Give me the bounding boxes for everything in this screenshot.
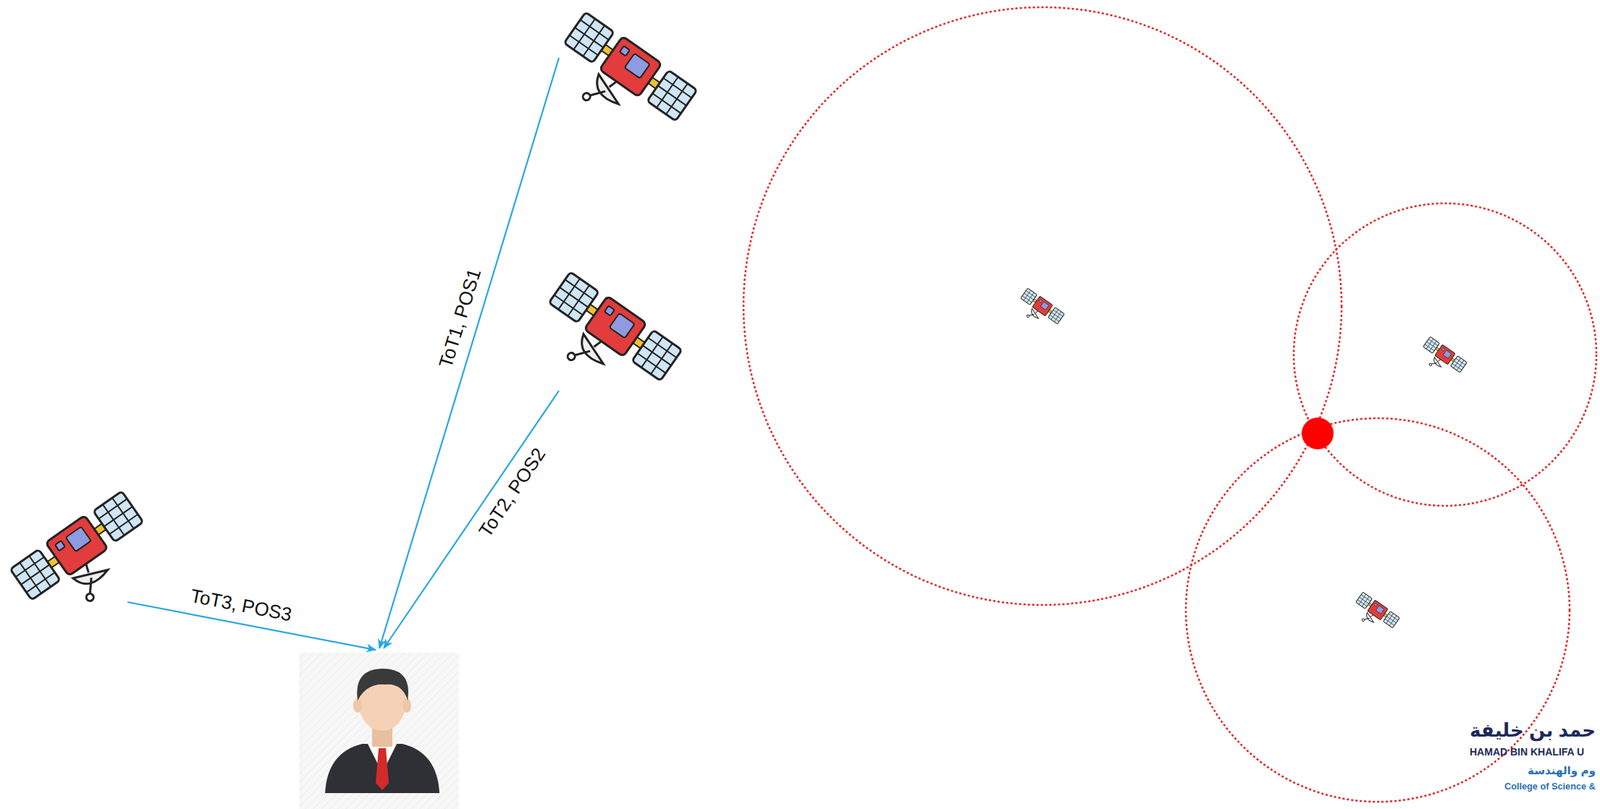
range-circle (743, 7, 1342, 606)
antenna-tip (566, 351, 577, 362)
signal-label: ToT1, POS1 (434, 264, 487, 373)
solar-panel (1450, 356, 1468, 373)
satellite-window (1374, 603, 1378, 608)
antenna-dish (574, 334, 612, 367)
satellite-small (1416, 336, 1468, 383)
solar-panel (563, 12, 614, 63)
antenna-dish (1431, 357, 1443, 368)
solar-panel (548, 272, 599, 323)
satellite-window (604, 305, 615, 316)
solar-panel (1048, 307, 1065, 325)
satellite-window (1442, 350, 1452, 359)
solar-panel (93, 491, 144, 543)
logo-text: وم والهندسة (1527, 764, 1596, 777)
satellite-small (1349, 592, 1401, 638)
satellite (9, 490, 164, 629)
satellite-window (609, 313, 635, 339)
satellite (544, 10, 699, 150)
range-circle (1185, 418, 1570, 803)
satellite-window (55, 540, 66, 551)
solar-panel (647, 70, 698, 121)
antenna-tip (84, 592, 95, 603)
satellite-window (624, 53, 651, 79)
satellite-small (1014, 288, 1065, 334)
satellite-window (1375, 605, 1385, 614)
signal-arrow (379, 57, 559, 649)
solar-panel (1356, 592, 1373, 609)
logo-text: College of Science & (1504, 781, 1596, 793)
antenna-tip (581, 91, 592, 103)
antenna-dish (590, 74, 627, 107)
satellite (529, 270, 684, 410)
solar-panel (1383, 611, 1401, 629)
logo-text: حمد بن خليفة (1469, 719, 1596, 742)
satellite-window (1038, 299, 1043, 304)
antenna-tip (1429, 362, 1433, 367)
solar-panel (10, 549, 61, 601)
antenna-dish (1363, 613, 1376, 624)
solar-panel (1020, 288, 1038, 305)
satellite-window (65, 527, 92, 553)
receiver-person (299, 653, 460, 809)
antenna-tip (1361, 618, 1366, 622)
satellite-window (619, 45, 630, 56)
signal-label: ToT3, POS3 (186, 584, 297, 627)
antenna-dish (1028, 309, 1041, 320)
satellite-body (45, 515, 108, 577)
logo-text: HAMAD BIN KHALIFA U (1469, 746, 1585, 759)
range-circle (1293, 203, 1597, 507)
antenna-tip (1026, 314, 1031, 318)
signal-arrow (383, 390, 559, 649)
satellite-window (1441, 348, 1446, 352)
solar-panel (632, 330, 682, 381)
position-fix (1301, 417, 1334, 450)
satellite-window (1040, 301, 1050, 310)
solar-panel (1423, 336, 1440, 354)
